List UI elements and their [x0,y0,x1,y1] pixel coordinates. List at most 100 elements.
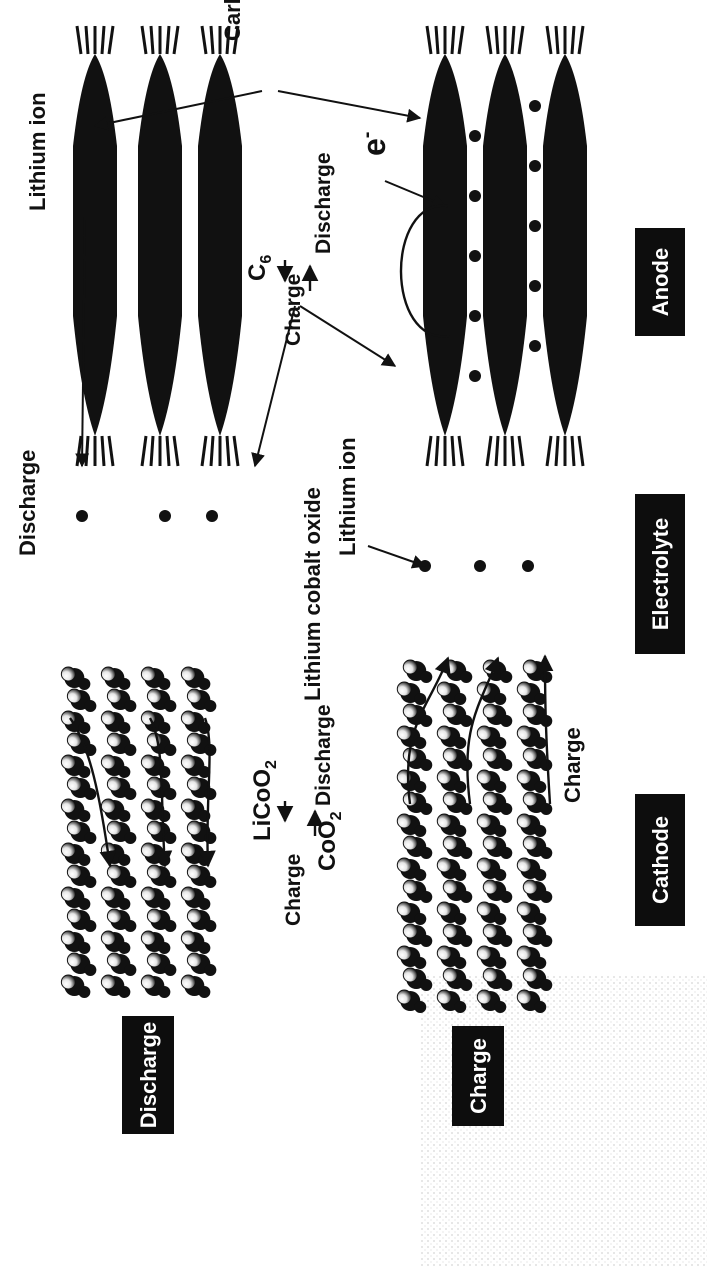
cobalt-atom [460,715,472,727]
cobalt-atom [494,869,506,881]
oxide-atom-light [437,726,451,740]
cobalt-atom [454,825,466,837]
oxide-atom-light [403,880,417,894]
oxide-atom-light [523,704,537,718]
oxide-atom-light [147,689,161,703]
oxide-atom-light [443,924,457,938]
carbon-sheet [138,54,182,436]
carbon-fringe [142,26,146,54]
carbon-fringe [556,436,558,466]
discharge-label-top: Discharge [15,450,40,556]
cobalt-atom [124,744,136,756]
oxide-atom-light [61,667,75,681]
carbon-fringe [579,436,583,466]
oxide-atom-light [187,777,201,791]
oxide-atom-light [397,814,411,828]
cobalt-atom [540,803,552,815]
oxide-atom-light [67,909,81,923]
oxide-atom-light [483,924,497,938]
oxide-atom-light [437,682,451,696]
oxide-atom-light [477,814,491,828]
oxide-atom-light [517,726,531,740]
oxide-atom-light [101,887,115,901]
oxide-atom-light [187,953,201,967]
carbon-fringe [86,26,88,54]
cobalt-atom [500,891,512,903]
cobalt-atom [454,693,466,705]
oxide-atom-light [397,858,411,872]
cobalt-atom [78,898,90,910]
oxide-atom-light [61,843,75,857]
cobalt-atom [78,766,90,778]
oxide-atom-light [61,931,75,945]
oxide-atom-light [61,887,75,901]
intercalated-ion [469,310,481,322]
cobalt-atom [78,722,90,734]
cobalt-atom [414,869,426,881]
cobalt-atom [460,847,472,859]
cobalt-atom [204,788,216,800]
cobalt-atom [460,891,472,903]
cobalt-atom [540,847,552,859]
lithium-ion-label-mid: Lithium ion [335,437,360,556]
oxide-atom-light [483,748,497,762]
cobalt-atom [118,854,130,866]
carbon-sheet [73,54,117,436]
box-electrolyte: Electrolyte [635,494,685,654]
cobalt-atom [158,986,170,998]
carbon-fringe [211,26,213,54]
oxide-atom-light [523,968,537,982]
cobalt-atom [454,869,466,881]
lithium-ion-dot [522,560,534,572]
oxide-atom-light [147,777,161,791]
cobalt-atom [158,810,170,822]
oxide-atom-light [437,770,451,784]
cobalt-atom [420,979,432,991]
oxide-atom-light [397,946,411,960]
cobalt-atom [164,964,176,976]
oxide-atom-light [477,858,491,872]
oxide-atom-light [477,770,491,784]
carbon-fringe [547,26,551,54]
cobalt-atom [414,957,426,969]
cobalt-atom [164,744,176,756]
cobalt-atom [454,781,466,793]
cobalt-atom [158,678,170,690]
oxide-atom-light [443,968,457,982]
cobalt-atom [540,759,552,771]
oxide-atom-light [397,990,411,1004]
cobalt-atom [540,935,552,947]
cobalt-atom [124,920,136,932]
oxide-atom-light [477,902,491,916]
oxide-atom-light [483,880,497,894]
cobalt-atom [420,935,432,947]
cobalt-atom [494,693,506,705]
oxide-atom-light [141,931,155,945]
oxide-atom-light [141,755,155,769]
oxide-atom-light [107,821,121,835]
cobalt-atom [414,737,426,749]
lithium-ion-dot [159,510,171,522]
lithium-cobalt-oxide-label: Lithium cobalt oxide [300,487,325,701]
oxide-atom-light [141,843,155,857]
carbon-fringe [167,436,169,466]
cobalt-atom [164,700,176,712]
cobalt-atom [534,913,546,925]
oxide-atom-light [517,990,531,1004]
oxide-atom-light [181,755,195,769]
carbon-fringe [496,26,498,54]
carbon-fringe [547,436,551,466]
cobalt-atom [454,1001,466,1013]
oxide-atom-light [141,799,155,813]
oxide-atom-light [181,711,195,725]
oxide-atom-light [517,946,531,960]
oxide-atom-light [181,975,195,989]
cathode-formula-top: LiCoO2 [249,760,280,841]
oxide-atom-light [403,968,417,982]
cobalt-atom [500,979,512,991]
oxide-atom-light [181,667,195,681]
carbon-fringe [167,26,169,54]
